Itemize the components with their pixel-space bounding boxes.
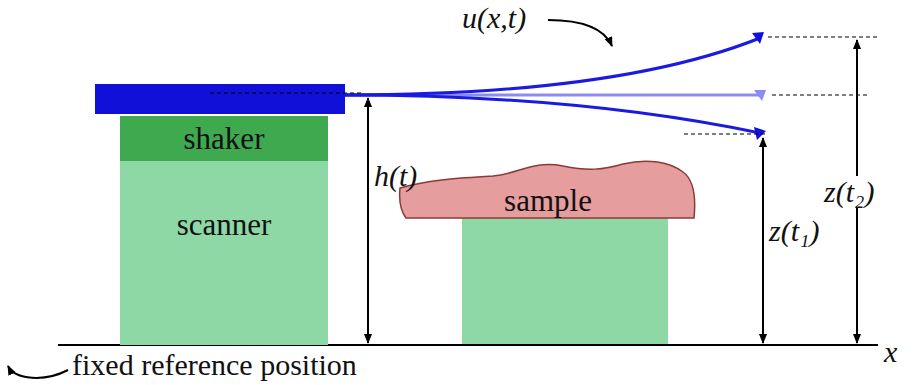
- tip-up: [752, 32, 764, 44]
- reference-pointer: [8, 366, 68, 378]
- u-pointer: [548, 20, 612, 46]
- sample-holder: [462, 216, 668, 345]
- node-text: shaker: [184, 123, 265, 154]
- h-arrow: [367, 98, 369, 343]
- node-text: scanner: [177, 209, 272, 240]
- axis-label: x: [884, 336, 897, 368]
- height-label: h(t): [374, 160, 417, 192]
- deflection-label: u(x,t): [462, 2, 526, 34]
- tip-rest: [754, 90, 766, 101]
- node-text: sample: [504, 185, 592, 216]
- beam-down: [345, 95, 760, 133]
- position-label: z(t₁): [769, 215, 819, 247]
- shaker-box: shaker: [120, 116, 328, 161]
- position-label: z(t₂): [822, 176, 876, 208]
- sample-shape: sample: [398, 158, 698, 220]
- beam-up: [345, 38, 760, 95]
- z1-arrow: [762, 138, 764, 343]
- cantilever-base: [95, 84, 345, 114]
- scanner-box: scanner: [120, 161, 328, 345]
- reference-label: fixed reference position: [72, 349, 357, 381]
